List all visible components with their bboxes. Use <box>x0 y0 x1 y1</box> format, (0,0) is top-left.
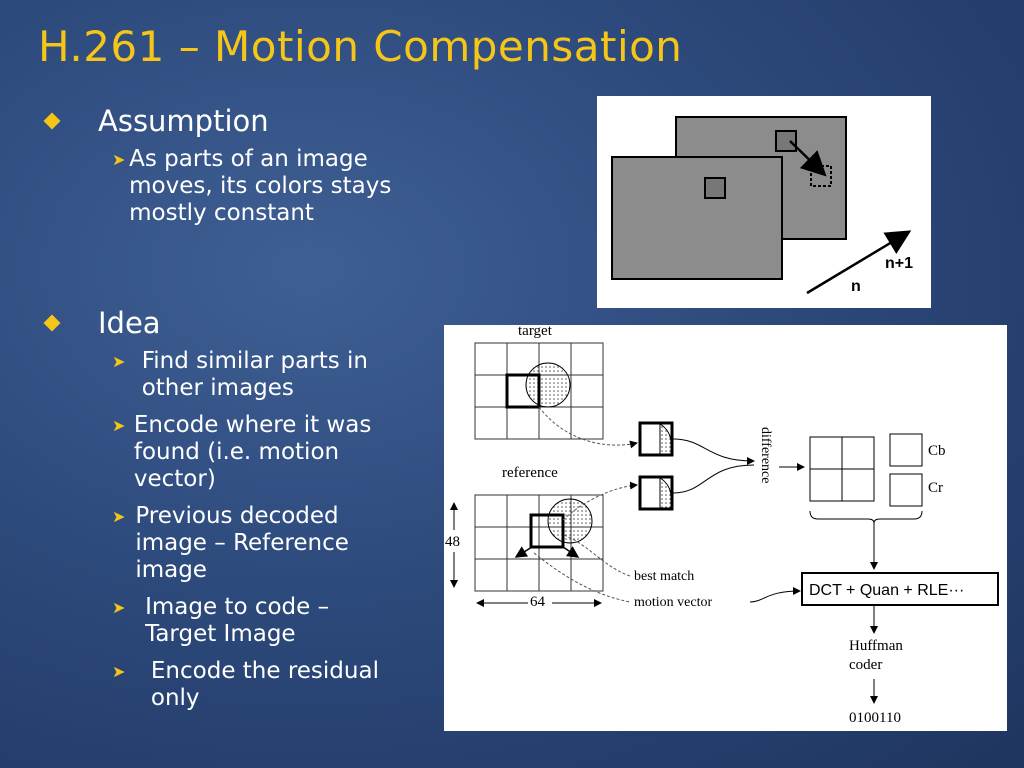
blocks-brace <box>809 510 923 524</box>
arrow-bullet-icon: ➤ <box>112 598 126 617</box>
reference-connector <box>562 481 638 521</box>
target-connector <box>538 406 638 449</box>
huffman-label-2: coder <box>849 657 882 673</box>
arrow-bullet-icon: ➤ <box>112 352 126 371</box>
time-arrow <box>806 230 912 295</box>
sub-bullet: ➤ Find similar parts in other images <box>112 348 402 402</box>
output-bits: 0100110 <box>849 710 901 726</box>
luma-blocks <box>809 436 875 502</box>
label-current: n <box>851 278 861 295</box>
dct-label: DCT + Quan + RLE··· <box>809 582 964 599</box>
pipeline-figure: target reference 48 64 <box>444 323 1007 731</box>
sub-bullet-text: Encode the residual only <box>150 658 379 711</box>
diamond-bullet-icon <box>43 112 61 130</box>
sub-bullet-text: As parts of an image moves, its colors s… <box>129 146 392 226</box>
height-label: 48 <box>445 534 460 550</box>
bullet-idea: Idea ➤ Find similar parts in other image… <box>40 306 379 712</box>
best-match-connector <box>563 534 631 577</box>
huffman-label-1: Huffman <box>849 638 903 654</box>
arrow-bullet-icon: ➤ <box>112 150 126 169</box>
sub-bullet-text: Encode where it was found (i.e. motion v… <box>133 412 372 492</box>
motion-vector-label: motion vector <box>634 595 712 610</box>
sub-bullet-text: Previous decoded image – Reference image <box>135 503 349 583</box>
cr-label: Cr <box>928 480 943 496</box>
target-label: target <box>518 325 553 339</box>
diamond-bullet-icon <box>43 314 61 332</box>
cr-block <box>889 473 923 507</box>
sub-bullet: ➤ Image to code – Target Image <box>112 594 402 648</box>
target-object <box>525 362 571 408</box>
mv-to-dct <box>749 587 801 603</box>
slide-title: H.261 – Motion Compensation <box>38 22 683 71</box>
sub-bullet: ➤ As parts of an image moves, its colors… <box>112 146 402 227</box>
block-current <box>704 177 726 199</box>
motion-vector-connector <box>533 552 631 603</box>
arrow-bullet-icon: ➤ <box>112 507 126 526</box>
sub-bullet: ➤ Previous decoded image – Reference ima… <box>112 503 402 584</box>
best-match-block <box>529 513 565 549</box>
sub-bullet-text: Image to code – Target Image <box>145 594 330 647</box>
best-match-label: best match <box>634 569 694 584</box>
sub-bullet: ➤ Encode the residual only <box>112 658 402 712</box>
frame-current <box>611 156 783 280</box>
bullet-label: Assumption <box>98 104 269 138</box>
width-label: 64 <box>530 594 546 610</box>
block-next <box>775 130 797 152</box>
motion-arrow <box>789 140 827 177</box>
bullet-label: Idea <box>98 306 161 340</box>
difference-label: difference <box>758 427 773 483</box>
bullet-assumption: Assumption ➤ As parts of an image moves,… <box>40 104 391 227</box>
dct-box <box>801 572 999 606</box>
sub-bullet-text: Find similar parts in other images <box>141 348 368 401</box>
arrow-bullet-icon: ➤ <box>112 416 126 435</box>
sub-bullet: ➤ Encode where it was found (i.e. motion… <box>112 412 402 493</box>
target-block <box>505 373 541 409</box>
extracted-reference-block <box>638 475 674 511</box>
extracted-target-block <box>638 421 674 457</box>
cb-label: Cb <box>928 443 946 459</box>
target-to-difference <box>672 438 755 465</box>
reference-to-difference <box>672 464 755 494</box>
mv-left-arrow <box>514 546 533 558</box>
label-next: n+1 <box>885 255 913 272</box>
arrow-bullet-icon: ➤ <box>112 662 126 681</box>
reference-label: reference <box>502 465 558 481</box>
frames-figure: n+1 n <box>597 96 931 308</box>
mv-right-arrow <box>562 546 580 558</box>
reference-object <box>547 498 593 544</box>
cb-block <box>889 433 923 467</box>
